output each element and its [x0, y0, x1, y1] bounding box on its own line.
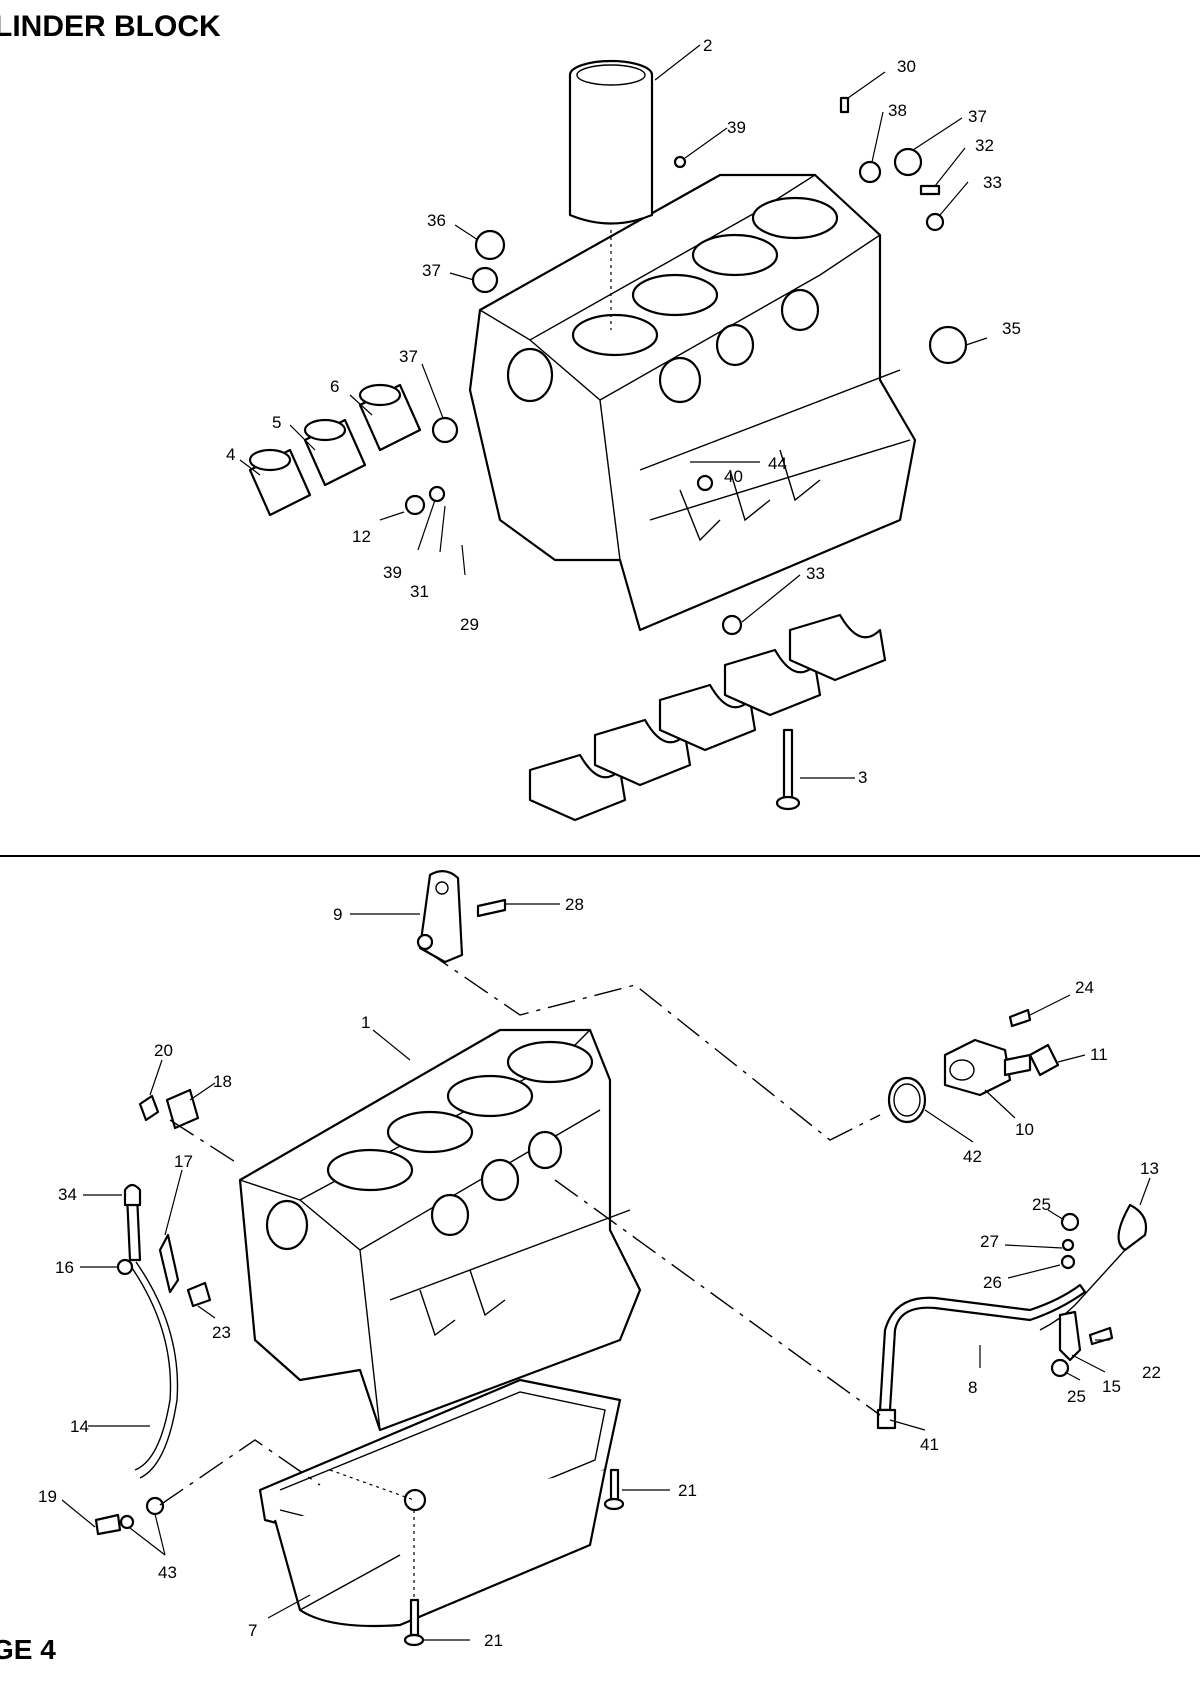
callout: 27 [980, 1232, 999, 1251]
callout: 7 [248, 1621, 257, 1640]
callout: 41 [920, 1435, 939, 1454]
callouts-top: 2 30 39 38 37 32 33 36 37 35 37 6 5 4 44… [226, 36, 1021, 787]
callout: 20 [154, 1041, 173, 1060]
callout: 29 [460, 615, 479, 634]
callout: 12 [352, 527, 371, 546]
callout: 42 [963, 1147, 982, 1166]
callout: 5 [272, 413, 281, 432]
callout: 2 [703, 36, 712, 55]
callout: 26 [983, 1273, 1002, 1292]
seal-35 [928, 325, 968, 365]
callout: 32 [975, 136, 994, 155]
plug-37 [471, 266, 499, 294]
callout: 18 [213, 1072, 232, 1091]
main-bearing-caps [528, 613, 887, 822]
pin-30 [839, 96, 850, 114]
callout: 21 [484, 1631, 503, 1650]
callout: 37 [968, 107, 987, 126]
lower-block-assembly [61, 870, 1151, 1647]
callout: 25 [1032, 1195, 1051, 1214]
callout: 9 [333, 905, 342, 924]
callout: 6 [330, 377, 339, 396]
ring-39 [428, 485, 446, 503]
callout: 44 [768, 454, 787, 473]
plug-36 [474, 229, 506, 261]
callout: 1 [361, 1013, 370, 1032]
callout: 10 [1015, 1120, 1034, 1139]
callout: 37 [399, 347, 418, 366]
callout: 21 [678, 1481, 697, 1500]
stud-32 [919, 184, 941, 196]
cam-bushings [248, 383, 422, 517]
callout: 33 [983, 173, 1002, 192]
plug-33 [925, 212, 945, 232]
callout: 19 [38, 1487, 57, 1506]
callout: 4 [226, 445, 235, 464]
callout: 36 [427, 211, 446, 230]
callout: 30 [897, 57, 916, 76]
dowel-39 [673, 155, 687, 169]
callout: 37 [422, 261, 441, 280]
cylinder-liner [568, 59, 654, 225]
oil-pan [258, 1378, 622, 1628]
callout: 38 [888, 101, 907, 120]
callout: 11 [1090, 1045, 1108, 1064]
callout: 39 [383, 563, 402, 582]
callout: 43 [158, 1563, 177, 1582]
callout: 15 [1102, 1377, 1121, 1396]
callout: 14 [70, 1417, 89, 1436]
plug-37c [893, 147, 923, 177]
callout: 13 [1140, 1159, 1159, 1178]
page-title: LINDER BLOCK [0, 10, 221, 43]
plug-12 [404, 494, 426, 516]
cap-bolt [782, 728, 794, 802]
upper-block-assembly [239, 44, 988, 822]
callout: 35 [1002, 319, 1021, 338]
callout: 25 [1067, 1387, 1086, 1406]
plug-38 [858, 160, 882, 184]
callout: 23 [212, 1323, 231, 1342]
callout: 24 [1075, 978, 1094, 997]
plug-33b [721, 614, 743, 636]
page-label: GE 4 [0, 1634, 56, 1665]
callout: 33 [806, 564, 825, 583]
oil-pipe [94, 1183, 212, 1536]
callout: 3 [858, 768, 867, 787]
callout: 16 [55, 1258, 74, 1277]
callout: 39 [727, 118, 746, 137]
callouts-bottom: 9 28 1 20 18 24 11 10 42 13 34 17 16 23 … [38, 895, 1161, 1650]
callout: 8 [968, 1378, 977, 1397]
callout: 31 [410, 582, 429, 601]
callout: 34 [58, 1185, 77, 1204]
callout: 28 [565, 895, 584, 914]
callout: 40 [724, 467, 743, 486]
callout: 17 [174, 1152, 193, 1171]
callout: 22 [1142, 1363, 1161, 1382]
plug-37b [431, 416, 459, 444]
oil-filter-housing [887, 1008, 1060, 1124]
jet-40 [696, 474, 714, 492]
dipstick-assembly [876, 1177, 1151, 1430]
